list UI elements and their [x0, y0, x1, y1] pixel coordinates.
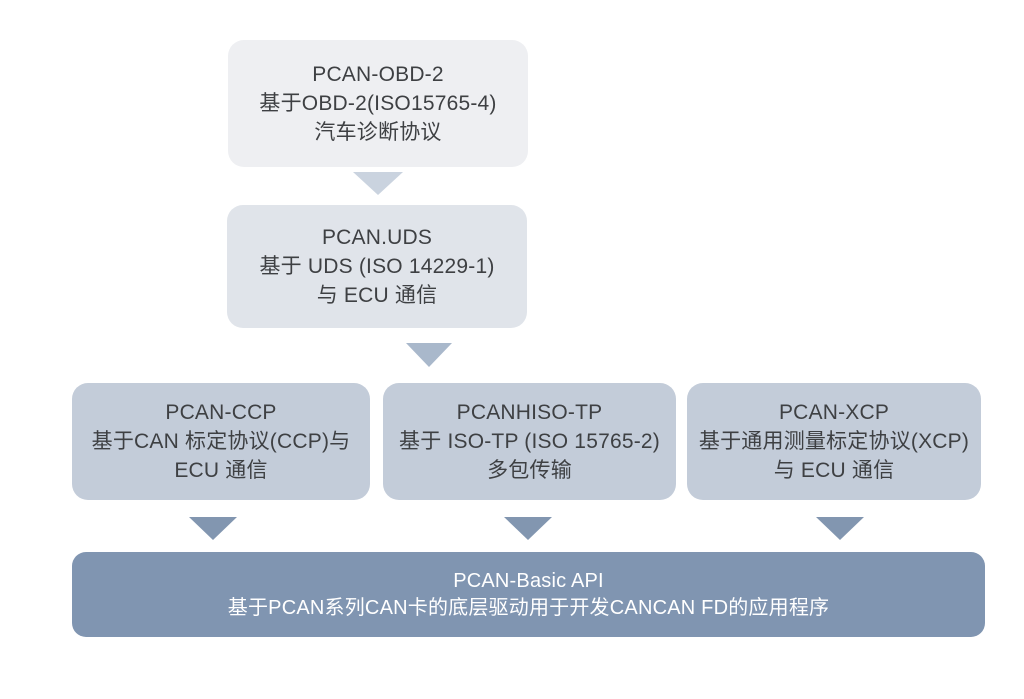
- node-title: PCAN-CCP: [165, 401, 277, 424]
- node-pcan-isotp: PCANHISO-TP 基于 ISO-TP (ISO 15765-2) 多包传输: [383, 383, 676, 500]
- node-description-line: 基于CAN 标定协议(CCP)与: [91, 430, 351, 453]
- node-description-line: 基于 ISO-TP (ISO 15765-2): [399, 430, 660, 453]
- node-description-line: 汽车诊断协议: [314, 121, 442, 144]
- down-arrow-icon: [406, 343, 452, 367]
- down-arrow-icon: [189, 517, 237, 540]
- node-description-line: 与 ECU 通信: [773, 459, 895, 482]
- down-arrow-icon: [504, 517, 552, 540]
- node-title: PCANHISO-TP: [456, 401, 603, 424]
- node-description-line: 基于OBD-2(ISO15765-4): [259, 92, 497, 115]
- node-pcan-obd2: PCAN-OBD-2 基于OBD-2(ISO15765-4) 汽车诊断协议: [228, 40, 528, 167]
- node-description-line: 与 ECU 通信: [316, 284, 438, 307]
- node-title: PCAN-OBD-2: [312, 63, 444, 86]
- down-arrow-icon: [353, 172, 403, 195]
- node-description-line: 基于 UDS (ISO 14229-1): [259, 255, 495, 278]
- node-title: PCAN-Basic API: [453, 569, 604, 592]
- node-description-line: 多包传输: [487, 459, 572, 482]
- node-pcan-basic-api: PCAN-Basic API 基于PCAN系列CAN卡的底层驱动用于开发CANC…: [72, 552, 985, 637]
- node-description-line: 基于PCAN系列CAN卡的底层驱动用于开发CANCAN FD的应用程序: [227, 596, 830, 619]
- node-description-line: 基于通用测量标定协议(XCP): [698, 430, 970, 453]
- node-pcan-xcp: PCAN-XCP 基于通用测量标定协议(XCP) 与 ECU 通信: [687, 383, 981, 500]
- node-pcan-uds: PCAN.UDS 基于 UDS (ISO 14229-1) 与 ECU 通信: [227, 205, 527, 328]
- node-pcan-ccp: PCAN-CCP 基于CAN 标定协议(CCP)与 ECU 通信: [72, 383, 370, 500]
- node-title: PCAN-XCP: [778, 401, 890, 424]
- node-description-line: ECU 通信: [174, 459, 268, 482]
- node-title: PCAN.UDS: [321, 226, 433, 249]
- down-arrow-icon: [816, 517, 864, 540]
